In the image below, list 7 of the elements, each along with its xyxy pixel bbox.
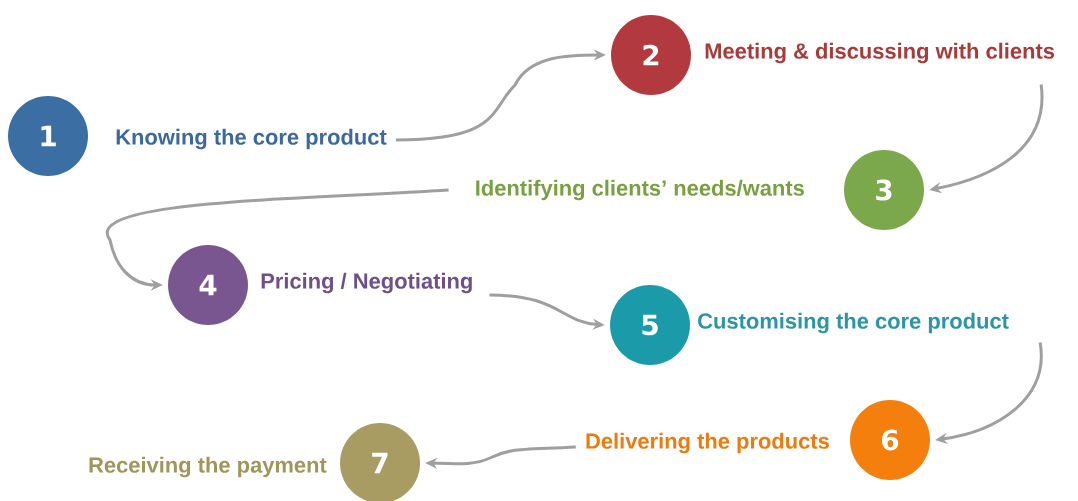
step-label: Receiving the payment	[89, 456, 327, 478]
step-label: Delivering the products	[586, 432, 829, 454]
step-label: Pricing / Negotiating	[261, 272, 472, 294]
step-label: Customising the core product	[698, 312, 1009, 334]
step-label: Identifying clients’ needs/wants	[476, 179, 804, 201]
step-label: Meeting & discussing with clients	[705, 42, 1055, 64]
step-label: Knowing the core product	[116, 128, 387, 150]
